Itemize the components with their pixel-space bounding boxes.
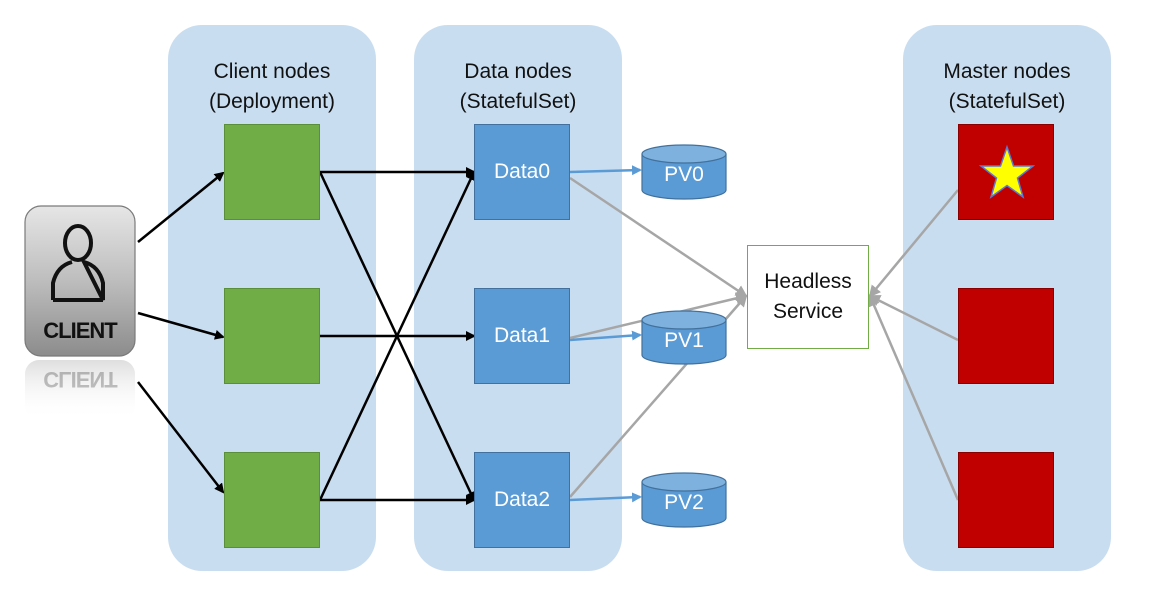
data-node-0[interactable]: Data0 <box>474 124 570 220</box>
arrow-d0-headless <box>569 176 748 298</box>
arrow-client-to-node2 <box>137 381 225 494</box>
client-icon <box>24 205 136 420</box>
pv1-cylinder <box>641 310 727 365</box>
client-node-2[interactable] <box>224 452 320 548</box>
data-node-2[interactable]: Data2 <box>474 452 570 548</box>
client-node-1[interactable] <box>224 288 320 384</box>
client-panel-subtitle: (Deployment) <box>208 90 336 113</box>
person-icon <box>51 224 105 302</box>
client-node-0[interactable] <box>224 124 320 220</box>
data-panel-title: Data nodes <box>464 60 572 83</box>
arrow-m1-headless <box>868 294 959 342</box>
client-panel-title: Client nodes <box>213 60 331 83</box>
master-node-2[interactable] <box>958 452 1054 548</box>
arrow-client-to-node1 <box>137 311 225 340</box>
master-panel-subtitle: (StatefulSet) <box>948 90 1066 113</box>
headless-service-line1: Headless <box>764 270 852 293</box>
master-panel-title: Master nodes <box>943 60 1071 83</box>
pv0-cylinder <box>641 144 727 200</box>
arrow-d2-pv2 <box>569 492 642 503</box>
pv2-cylinder <box>641 472 727 528</box>
master-node-0[interactable] <box>958 124 1054 220</box>
arrow-client-to-node0 <box>137 171 225 243</box>
arrow-m0-headless <box>868 189 959 298</box>
client-label: CLIENT <box>43 318 117 343</box>
arrow-d1-pv1 <box>569 330 642 342</box>
arrow-d0-pv0 <box>569 165 642 176</box>
client-label-reflection: CLIENT <box>43 367 117 392</box>
headless-service[interactable]: Headless Service <box>747 245 869 349</box>
data-panel-subtitle: (StatefulSet) <box>459 90 577 113</box>
arrow-m2-headless <box>868 294 960 501</box>
star-icon <box>978 144 1036 199</box>
headless-service-line2: Service <box>772 300 844 323</box>
arrow-c2-d0 <box>318 170 476 501</box>
data-node-1[interactable]: Data1 <box>474 288 570 384</box>
master-node-1[interactable] <box>958 288 1054 384</box>
